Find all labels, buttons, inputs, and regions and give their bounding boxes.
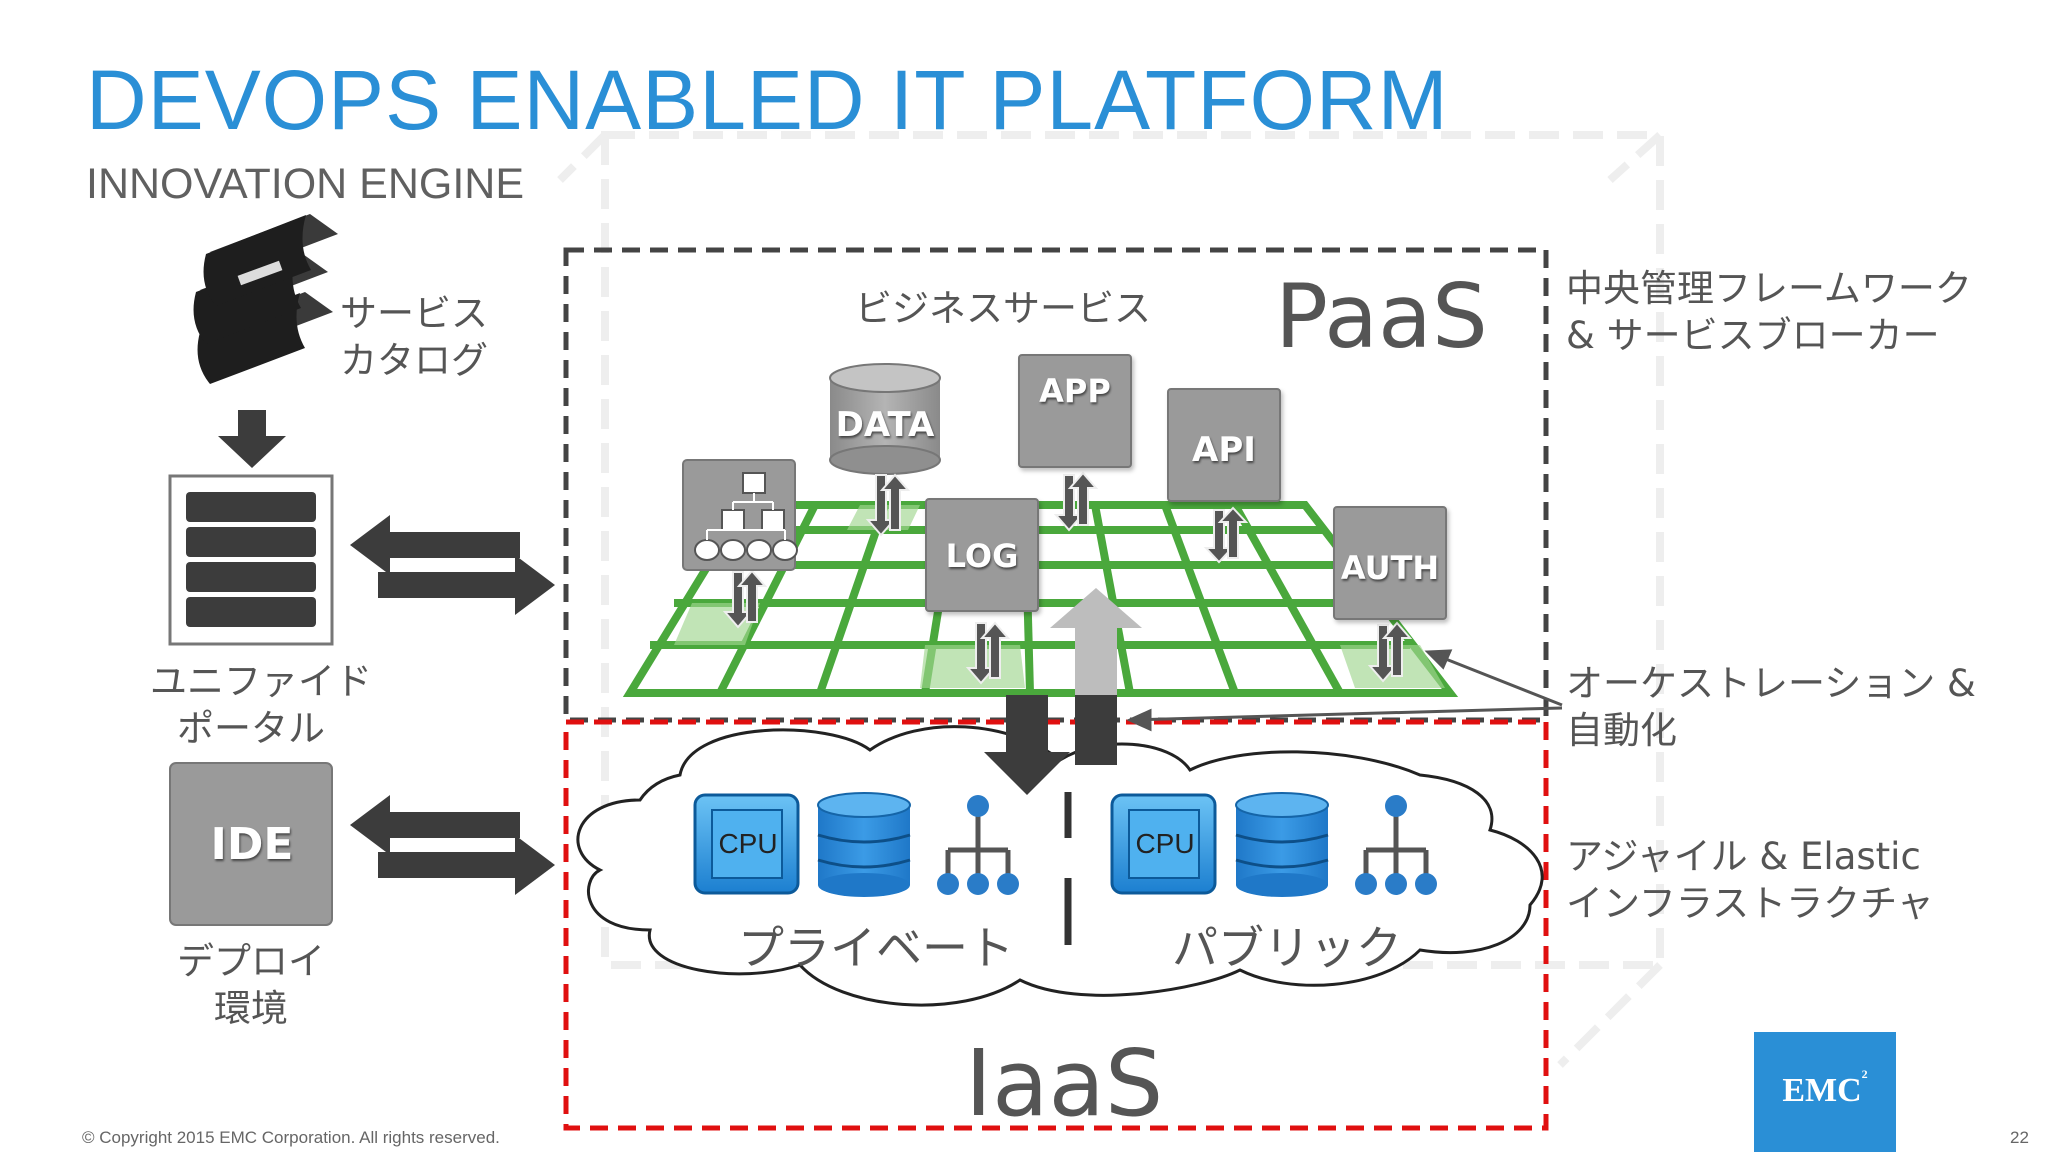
public-cloud-label: パブリック xyxy=(1172,921,1402,975)
ide-iaas-arrows-icon xyxy=(350,795,555,895)
app-service-box: APP xyxy=(1018,354,1132,468)
portal-icon xyxy=(168,474,334,646)
page-subtitle: INNOVATION ENGINE xyxy=(86,160,524,208)
orchestration-label: オーケストレーション & 自動化 xyxy=(1566,662,1976,752)
framework-label: 中央管理フレームワーク & サービスブローカー xyxy=(1566,267,1972,357)
up-arrow-icon xyxy=(1050,588,1142,765)
business-services-label: ビジネスサービス xyxy=(855,287,1151,330)
down-arrow-icon xyxy=(984,695,1070,795)
private-cloud-label: プライベート xyxy=(738,921,1014,975)
catalog-down-arrow-icon xyxy=(218,410,286,468)
page-number: 22 xyxy=(2010,1128,2029,1147)
ide-label: IDE xyxy=(210,819,294,870)
emc-logo: EMC2 xyxy=(1754,1032,1896,1152)
hierarchy-service-icon xyxy=(682,459,798,571)
auth-service-box: AUTH xyxy=(1333,506,1447,620)
log-service-box: LOG xyxy=(925,498,1039,612)
copyright: © Copyright 2015 EMC Corporation. All ri… xyxy=(82,1128,500,1147)
paas-label: PaaS xyxy=(1275,265,1488,368)
background-cube xyxy=(557,131,1664,1068)
cpu-icon-public xyxy=(1110,793,1217,895)
ide-box xyxy=(169,762,333,926)
network-icon-public xyxy=(1355,795,1437,895)
service-link-arrows xyxy=(722,471,1413,685)
data-service-label: DATA xyxy=(835,405,935,445)
portal-paas-arrows-icon xyxy=(350,515,555,615)
book-stack-icon xyxy=(193,214,338,384)
cpu-label-public: CPU xyxy=(1135,828,1195,859)
agile-label: アジャイル & Elastic インフラストラクチャ xyxy=(1566,835,1934,925)
portal-label: ユニファイド ポータル xyxy=(150,660,372,750)
cpu-label-private: CPU xyxy=(718,828,778,859)
orchestration-pointers xyxy=(1126,649,1563,732)
iaas-label: IaaS xyxy=(965,1030,1164,1137)
network-icon-private xyxy=(937,795,1019,895)
cpu-icon-private xyxy=(693,793,800,895)
catalog-label: サービス カタログ xyxy=(340,292,488,382)
data-service-icon xyxy=(829,363,941,475)
deploy-label: デプロイ 環境 xyxy=(177,940,325,1030)
api-service-box: API xyxy=(1167,388,1281,502)
database-icon-private xyxy=(817,792,911,897)
iaas-boundary xyxy=(563,719,1549,1131)
database-icon-public xyxy=(1235,792,1329,897)
